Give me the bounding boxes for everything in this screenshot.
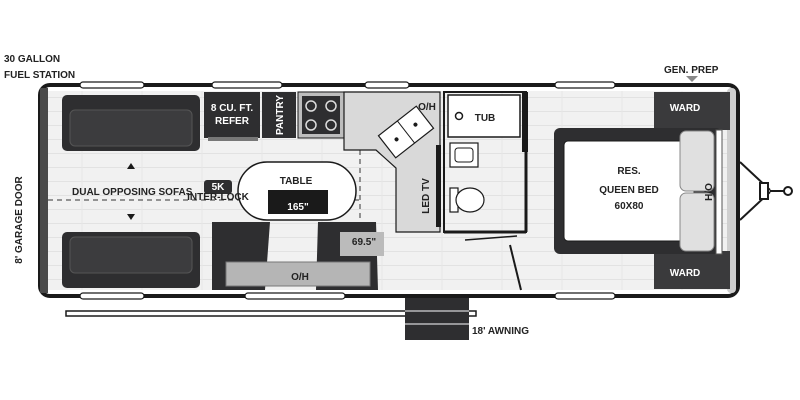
fuel-label-1: 30 GALLON xyxy=(4,54,60,65)
ward-bottom-label: WARD xyxy=(670,268,701,279)
garage-door-label: 8' GARAGE DOOR xyxy=(14,176,25,264)
dinette-oh-label: O/H xyxy=(291,272,309,283)
arrow-down-icon xyxy=(127,214,135,220)
table-label: TABLE xyxy=(280,176,313,187)
cooktop xyxy=(297,91,345,139)
dinette-table xyxy=(237,161,357,221)
bedroom xyxy=(554,92,730,289)
bathroom xyxy=(443,91,528,291)
sofa-top xyxy=(62,95,200,151)
sofa-bottom xyxy=(62,232,200,288)
refer-label-1: 8 CU. FT. xyxy=(211,103,253,114)
windows xyxy=(79,81,616,300)
logo-interlock: INTER-LOCK xyxy=(187,192,249,203)
arrow-up-icon xyxy=(127,163,135,169)
dinette-width-label: 69.5" xyxy=(352,237,376,248)
awning-label: 18' AWNING xyxy=(472,326,529,337)
ho-label: H/O xyxy=(704,183,715,201)
gen-prep-label: GEN. PREP xyxy=(664,65,719,76)
led-tv-label: LED TV xyxy=(421,178,432,214)
gen-prep-icon xyxy=(686,76,698,82)
ward-top-label: WARD xyxy=(670,103,701,114)
pantry-label: PANTRY xyxy=(275,95,286,135)
hitch xyxy=(739,161,793,221)
bed-label-2: QUEEN BED xyxy=(599,185,658,196)
kitchen-oh-label: O/H xyxy=(418,102,436,113)
fuel-label-2: FUEL STATION xyxy=(4,70,75,81)
refer-label-2: REFER xyxy=(215,116,250,127)
interlock-logo: 5K INTER-LOCK xyxy=(187,180,250,203)
pantry xyxy=(262,92,296,138)
bed-label-1: RES. xyxy=(617,166,641,177)
awning-bar xyxy=(65,310,477,317)
dinette-chairs xyxy=(212,222,384,290)
kitchen-counter xyxy=(343,91,441,233)
tub-label: TUB xyxy=(475,113,496,124)
table-length-label: 165" xyxy=(287,202,309,213)
refrigerator xyxy=(204,92,260,141)
bed-label-3: 60X80 xyxy=(615,201,644,212)
garage-door xyxy=(40,88,48,293)
sofas-label: DUAL OPPOSING SOFAS xyxy=(72,187,193,198)
logo-5k: 5K xyxy=(212,182,226,193)
entry-steps xyxy=(405,298,469,340)
